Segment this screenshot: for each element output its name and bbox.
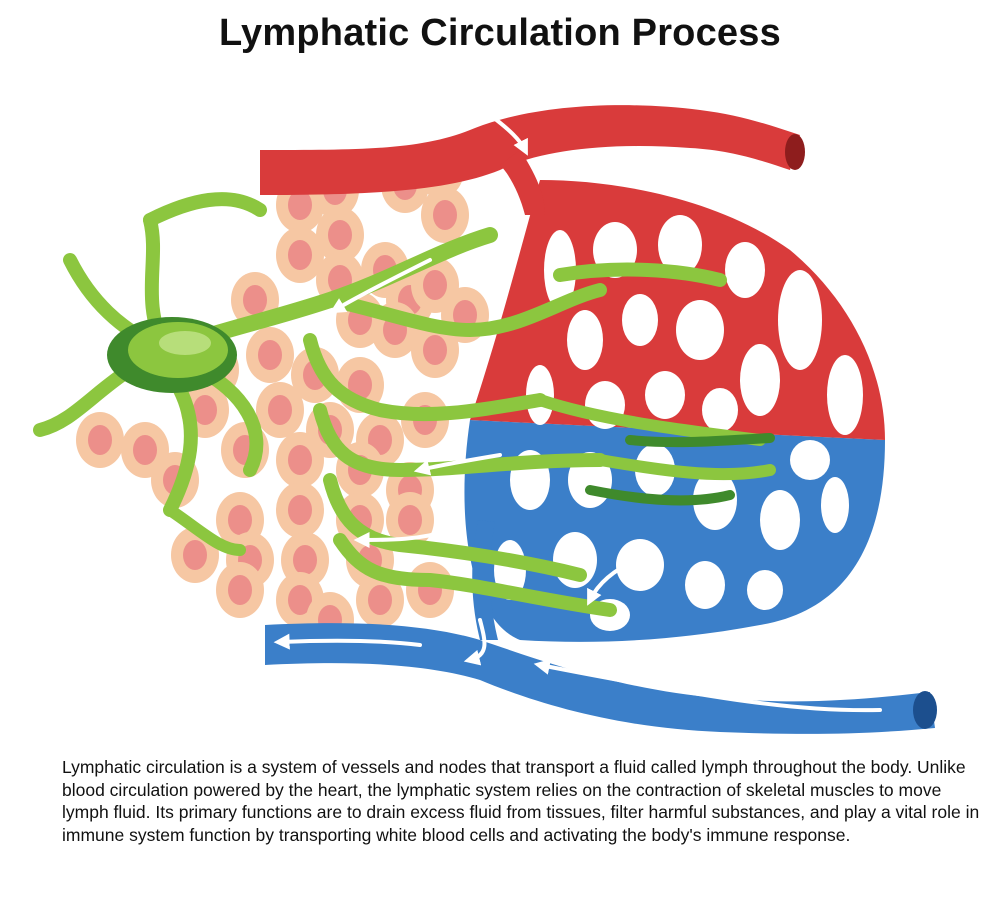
tissue-cell-nucleus [293,545,317,575]
flow-arrow-lymph-2 [384,383,472,398]
tissue-cell-nucleus [288,445,312,475]
tissue-cell-nucleus [193,395,217,425]
tissue-cell-nucleus [288,240,312,270]
flow-arrow-vein [533,658,882,713]
tissue-cell-nucleus [288,495,312,525]
tissue-cell-nucleus [228,575,252,605]
tissue-cell-nucleus [433,200,457,230]
tissue-cell-nucleus [183,540,207,570]
arterial-capillary-bed [470,180,885,440]
tissue-cell-nucleus [423,270,447,300]
flow-arrows [273,90,882,713]
flow-arrow-lymph-4 [353,528,452,548]
capillary-bed [464,180,885,642]
flow-arrow-vein-left [273,633,422,650]
tissue-cell-nucleus [88,425,112,455]
page-title: Lymphatic Circulation Process [219,12,781,54]
tissue-cell-nucleus [423,335,447,365]
tissue-cell-nucleus [133,435,157,465]
tissue-cell-nucleus [258,340,282,370]
tissue-cell-nucleus [368,585,392,615]
artery-vessel [260,105,805,215]
tissue-cell-nucleus [268,395,292,425]
tissue-cell-nucleus [328,220,352,250]
tissue-cell-nucleus [288,190,312,220]
tissue-cells [76,142,489,648]
flow-arrow-vein-connector [463,618,487,666]
tissue-cell-nucleus [243,285,267,315]
flow-arrow-artery [388,90,607,137]
flow-arrow-artery-branch [488,113,528,156]
tissue-cell-nucleus [348,370,372,400]
lymph-vessel-dark-segments [585,433,775,506]
flow-arrow-lymph-3 [413,453,502,476]
tissue-cell-nucleus [288,585,312,615]
flow-arrow-lymph-1 [329,258,432,314]
lymph-node [107,317,237,393]
tissue-cell-nucleus [228,505,252,535]
tissue-cell-nucleus [398,505,422,535]
flow-arrow-capillary [587,553,652,606]
description-text: Lymphatic circulation is a system of ves… [62,757,980,845]
tissue-cell-nucleus [453,300,477,330]
